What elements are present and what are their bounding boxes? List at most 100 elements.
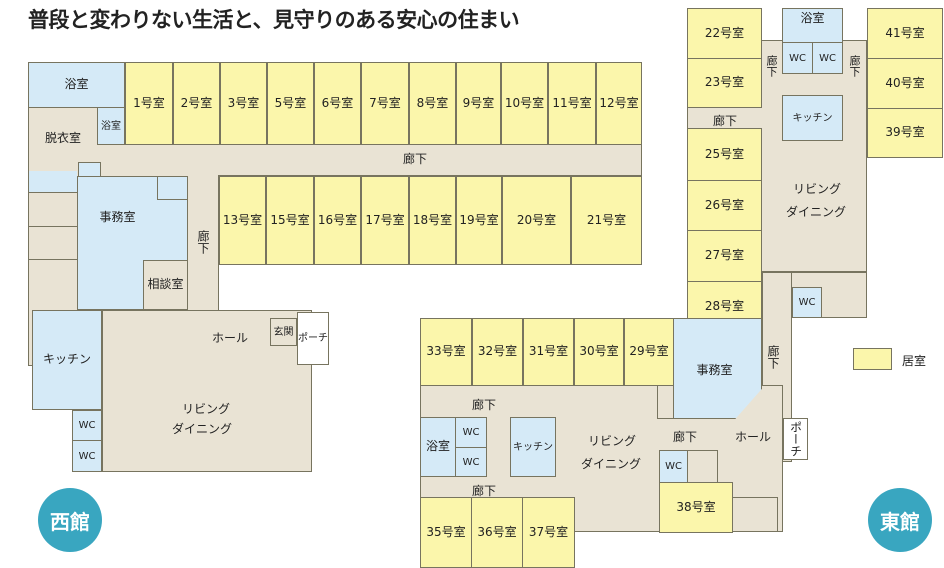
east-bath[interactable]: 浴室 [782, 8, 843, 43]
dining-label: ダイニング [172, 422, 233, 436]
label: 19号室 [459, 212, 499, 227]
room[interactable]: 36号室 [471, 497, 523, 568]
east-porch[interactable]: ポーチ [783, 418, 808, 460]
room[interactable]: 31号室 [523, 318, 574, 386]
room[interactable]: 5号室 [267, 62, 314, 145]
east-wc[interactable]: WC [659, 450, 688, 483]
consult-room[interactable]: 相談室 [143, 260, 188, 310]
label: 26号室 [704, 197, 745, 212]
dressing-room-label: 脱衣室 [45, 131, 82, 145]
label: WC [462, 427, 480, 438]
label: ポーチ [298, 333, 328, 344]
dining-label: ダイニング [786, 205, 847, 219]
room[interactable]: 2号室 [173, 62, 220, 145]
east-bath-low[interactable]: 浴室 [420, 417, 456, 477]
room[interactable]: 19号室 [456, 176, 502, 265]
west-wc[interactable]: WC [72, 440, 102, 472]
room[interactable]: 35号室 [420, 497, 472, 568]
dining-label: ダイニング [581, 457, 642, 471]
label: 玄関 [273, 326, 294, 338]
corridor-label: 廊下 [848, 55, 861, 77]
label: 事務室 [696, 362, 733, 377]
room[interactable]: 29号室 [624, 318, 674, 386]
label: 12号室 [599, 95, 639, 110]
storage [28, 226, 78, 260]
room[interactable]: 17号室 [361, 176, 409, 265]
label: 40号室 [885, 75, 925, 90]
room[interactable]: 12号室 [596, 62, 642, 145]
east-wc[interactable]: WC [782, 42, 813, 74]
closet [687, 450, 718, 483]
label: 相談室 [147, 277, 184, 292]
room[interactable]: 33号室 [420, 318, 472, 386]
label: 10号室 [504, 95, 545, 110]
room[interactable]: 41号室 [867, 8, 943, 59]
room[interactable]: 3号室 [220, 62, 267, 145]
label: 16号室 [317, 212, 358, 227]
entrance[interactable]: 玄関 [270, 318, 297, 346]
east-wing-badge: 東館 [868, 488, 932, 552]
room[interactable]: 32号室 [472, 318, 523, 386]
label: 浴室 [101, 120, 121, 132]
room[interactable]: 40号室 [867, 58, 943, 109]
east-wc[interactable]: WC [792, 287, 822, 318]
room[interactable]: 9号室 [456, 62, 501, 145]
corridor-label: 廊下 [766, 345, 780, 369]
corridor-v-label: 廊下 [196, 230, 210, 254]
label: 20号室 [516, 212, 557, 227]
room[interactable]: 7号室 [361, 62, 409, 145]
label: 2号室 [180, 95, 213, 110]
room[interactable]: 25号室 [687, 128, 762, 181]
room[interactable]: 26号室 [687, 180, 762, 231]
room[interactable]: 39号室 [867, 108, 943, 158]
room[interactable]: 30号室 [574, 318, 624, 386]
office-part [29, 171, 77, 192]
room[interactable]: 21号室 [571, 176, 642, 265]
label: 32号室 [477, 344, 518, 359]
label: 13号室 [222, 212, 263, 227]
room[interactable]: 1号室 [125, 62, 173, 145]
east-wc[interactable]: WC [812, 42, 843, 74]
east-wc[interactable]: WC [455, 417, 487, 448]
room[interactable]: 27号室 [687, 230, 762, 282]
room[interactable]: 15号室 [266, 176, 314, 265]
room[interactable]: 37号室 [522, 497, 575, 568]
west-wc[interactable]: WC [72, 410, 102, 441]
living-label: リビング [793, 182, 842, 196]
label: 6号室 [321, 95, 354, 110]
west-porch[interactable]: ポーチ [297, 312, 329, 365]
label: キッチン [42, 352, 91, 367]
corridor-label: 廊下 [765, 55, 778, 77]
west-kitchen[interactable]: キッチン [32, 310, 102, 410]
label: 21号室 [586, 212, 627, 227]
room[interactable]: 38号室 [659, 482, 733, 533]
room[interactable]: 10号室 [501, 62, 548, 145]
room[interactable]: 16号室 [314, 176, 361, 265]
label: 29号室 [629, 344, 669, 359]
east-rooms-row: 33号室 32号室 31号室 30号室 29号室 [420, 318, 674, 386]
label: 35号室 [426, 524, 466, 539]
corridor-label: 廊下 [472, 398, 497, 412]
label: 36号室 [477, 524, 517, 539]
room[interactable]: 22号室 [687, 8, 762, 59]
label: 33号室 [426, 344, 466, 359]
west-corridor-h: 廊下 [29, 145, 641, 175]
east-kitchen-top[interactable]: キッチン [782, 95, 843, 141]
room[interactable]: 18号室 [409, 176, 456, 265]
room[interactable]: 8号室 [409, 62, 456, 145]
east-office[interactable]: 事務室 [673, 318, 762, 419]
room[interactable]: 20号室 [502, 176, 571, 265]
east-kitchen-low[interactable]: キッチン [510, 417, 556, 477]
room[interactable]: 11号室 [548, 62, 596, 145]
hall-label: ホール [735, 430, 772, 444]
east-wc[interactable]: WC [455, 447, 487, 477]
room[interactable]: 13号室 [219, 176, 266, 265]
label: 15号室 [270, 212, 310, 227]
west-wing-badge: 西館 [38, 488, 102, 552]
room[interactable]: 23号室 [687, 58, 762, 108]
label: 28号室 [704, 299, 745, 314]
closet [732, 497, 778, 532]
room[interactable]: 6号室 [314, 62, 361, 145]
label: 30号室 [579, 344, 619, 359]
